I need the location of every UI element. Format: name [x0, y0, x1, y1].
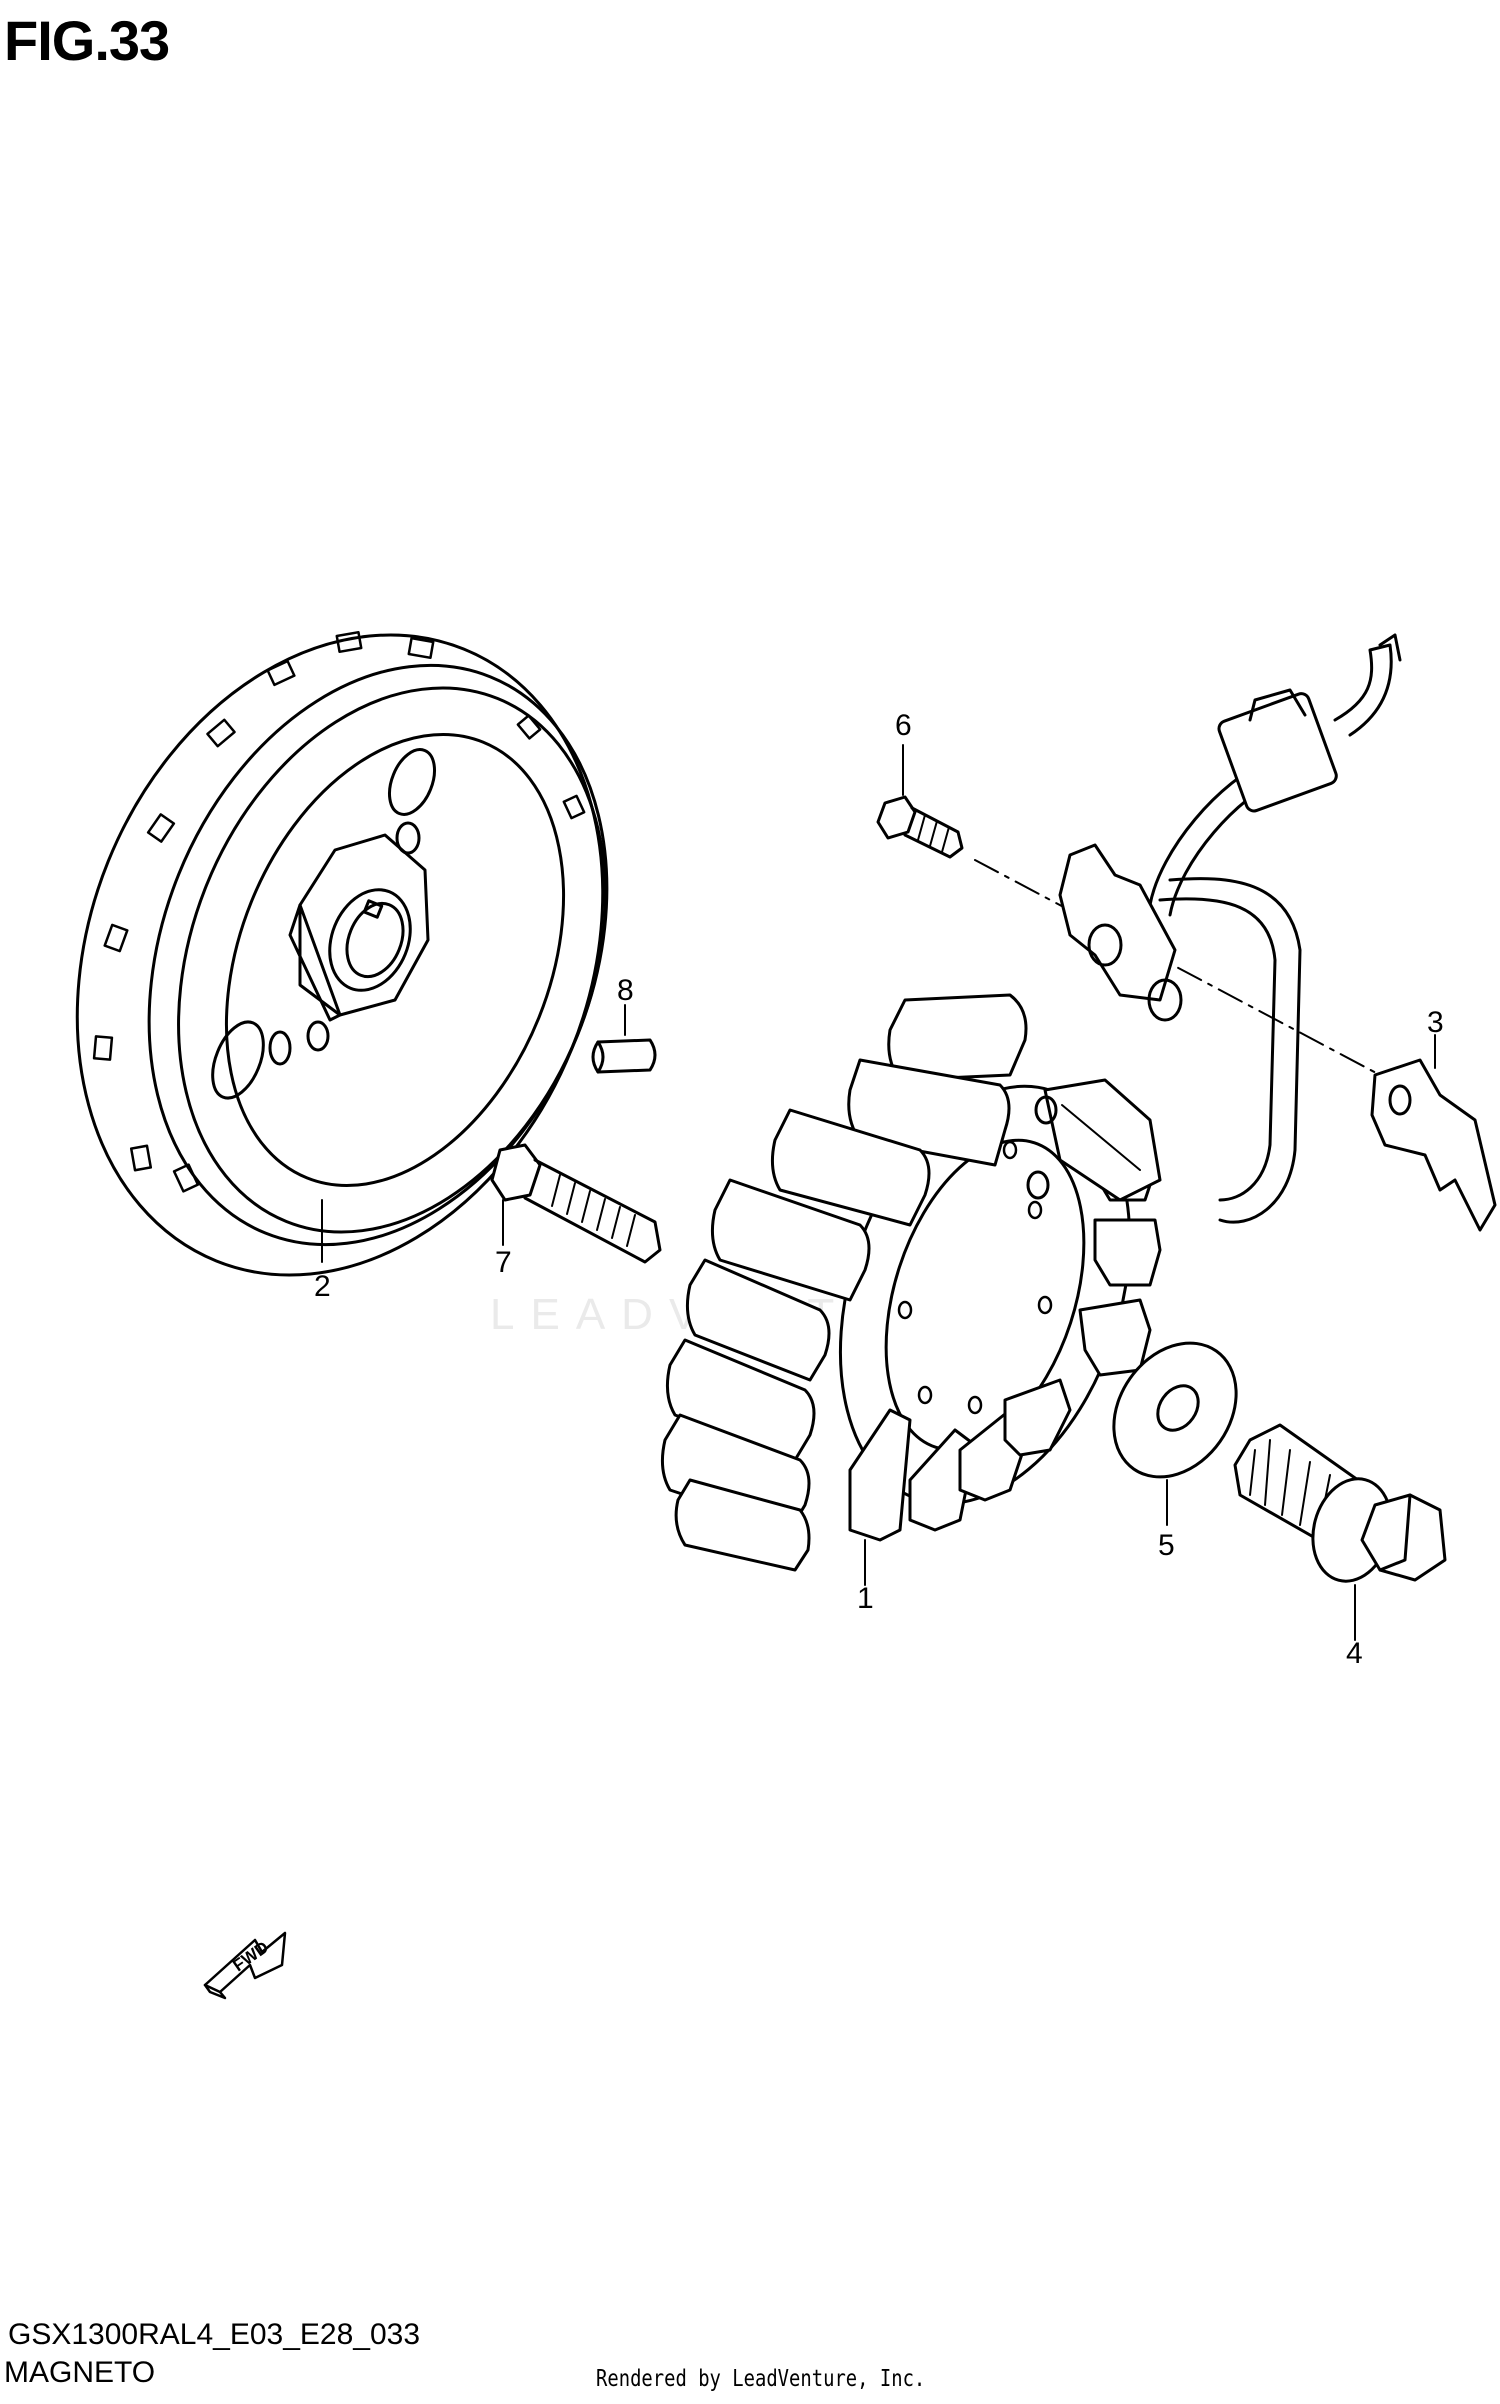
callout-4: 4 — [1346, 1637, 1363, 1670]
section-name: MAGNETO — [4, 2356, 156, 2389]
model-code: GSX1300RAL4_E03_E28_033 — [8, 2318, 421, 2351]
callout-5: 5 — [1158, 1529, 1175, 1562]
figure-title: FIG.33 — [4, 9, 170, 72]
clamp-part-3 — [1370, 1034, 1497, 1232]
callout-6: 6 — [895, 709, 912, 742]
callout-8: 8 — [617, 974, 634, 1007]
callout-3: 3 — [1427, 1006, 1444, 1039]
stator-part-1 — [660, 993, 1162, 1586]
callout-2: 2 — [314, 1270, 331, 1303]
callout-1: 1 — [857, 1582, 874, 1615]
fwd-direction-arrow — [203, 1931, 287, 2000]
washer-part-5 — [1112, 1341, 1238, 1526]
screw-part-6 — [876, 744, 1381, 1076]
rotor-part-2 — [75, 630, 609, 1277]
callout-7: 7 — [495, 1246, 512, 1279]
render-credit: Rendered by LeadVenture, Inc. — [596, 2366, 926, 2392]
key-part-8 — [591, 1004, 657, 1074]
bolt-part-4 — [1233, 1423, 1447, 1641]
bolt-part-7 — [490, 1143, 662, 1264]
wire-harness — [1058, 633, 1402, 1224]
